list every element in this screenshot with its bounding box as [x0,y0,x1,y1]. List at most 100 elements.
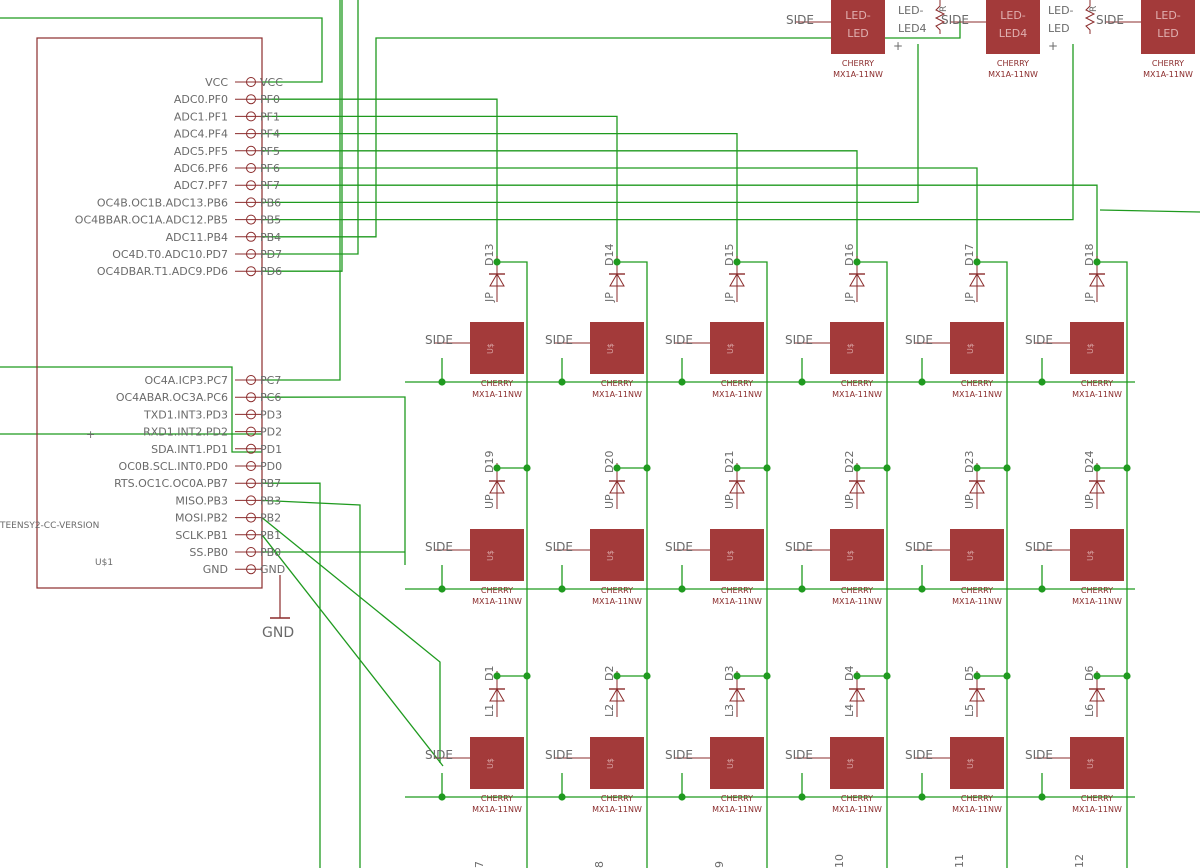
mcu-pin-name: VCC [260,76,283,89]
mcu-pin-name: PC6 [260,391,281,404]
mcu-pin-name: PF7 [260,179,280,192]
mcu-led-wire [262,20,961,238]
switch-side-label: SIDE [1025,748,1053,762]
mcu-pin-label: ADC11.PB4 [166,231,228,244]
switch-part-name: CHERRY [1081,794,1113,803]
mcu-pin-label: ADC6.PF6 [174,162,228,175]
resistor [934,0,946,34]
junction-dot [733,672,741,680]
junction-dot [1123,672,1131,680]
mcu-down-wire [262,482,321,868]
led-mid-label: LED [1048,22,1070,35]
switch-side-label: SIDE [665,333,693,347]
mcu-top-wire [262,0,343,272]
switch-part-value: MX1A-11NW [832,390,882,399]
mcu-pin-name: PB6 [260,196,281,209]
mcu-body [36,37,263,589]
switch-part-name: CHERRY [601,586,633,595]
mcu-pin-circle [246,478,256,489]
mcu-row-wire [261,396,406,565]
resistor-label: R [939,6,949,12]
junction-dot [1038,793,1046,801]
junction-dot [1093,464,1101,472]
mcu-pin-label: OC4ABAR.OC3A.PC6 [116,391,228,404]
junction-dot [973,258,981,266]
switch-inner-label: U$ [606,550,615,561]
gnd-symbol: GND [262,575,294,641]
switch-part-name: CHERRY [841,586,873,595]
switch-body [470,529,524,581]
switch-part-value: MX1A-11NW [1072,805,1122,814]
switch-part-name: CHERRY [481,586,513,595]
teensy-mcu-symbol[interactable]: VCCADC0.PF0ADC1.PF1ADC4.PF4ADC5.PF5ADC6.… [0,37,285,589]
mcu-pin-name: PF5 [260,145,280,158]
switch-body [1070,322,1124,374]
mcu-name-label: TEENSY2-CC-VERSION [0,521,99,531]
junction-dot [973,672,981,680]
mcu-pin-name: PD2 [260,426,282,439]
switch-part-value: MX1A-11NW [952,390,1002,399]
switch-inner-label: U$ [606,758,615,769]
mcu-pin-name: PF6 [260,162,280,175]
switch-body [590,322,644,374]
switch-inner-label: U$ [846,758,855,769]
switch-body [1070,529,1124,581]
switch-part-name: CHERRY [721,379,753,388]
switch-body [950,737,1004,789]
switch-ref-label: JP [483,292,496,303]
led-inner-label2: LED [847,27,869,40]
junction-dot [493,258,501,266]
mcu-pins: VCCADC0.PF0ADC1.PF1ADC4.PF4ADC5.PF5ADC6.… [75,76,285,576]
mcu-pin-circle [246,180,256,191]
partial-label: 12 [1073,854,1086,868]
switch-body [590,529,644,581]
mcu-pin-name: PB1 [260,529,281,542]
led-switch-body [986,0,1040,54]
switch-part-name: CHERRY [1081,586,1113,595]
diode-triangle [849,480,865,494]
diode-label: D4 [843,666,856,681]
mcu-pin-circle [246,163,256,173]
mcu-pin-label: OC4B.OC1B.ADC13.PB6 [97,196,228,209]
switch-side-label: SIDE [425,540,453,554]
switch-side-label: SIDE [665,748,693,762]
switch-part-value: MX1A-11NW [712,805,762,814]
switch-body [830,322,884,374]
switch-side-label: SIDE [905,540,933,554]
diode-label: D18 [1083,244,1096,266]
junction-dot [918,793,926,801]
diode-label: D15 [723,244,736,266]
diode-triangle [1089,688,1105,702]
switch-inner-label: U$ [846,550,855,561]
switch-part-value: MX1A-11NW [952,597,1002,606]
column-bus [617,261,648,868]
junction-dot [733,258,741,266]
junction-dots [438,258,1131,801]
diode-triangle [609,273,625,287]
mcu-led-wire [262,44,1074,221]
mcu-pin-label: ADC0.PF0 [174,93,228,106]
junction-dot [678,378,686,386]
mcu-diag-wire [261,517,441,763]
switch-body [710,322,764,374]
switch-inner-label: U$ [726,343,735,354]
column-bus [497,261,528,868]
junction-dot [493,672,501,680]
junction-dot [613,258,621,266]
switch-inner-label: U$ [846,343,855,354]
junction-dot [798,793,806,801]
switch-body [710,529,764,581]
partial-label: 8 [593,861,606,868]
junction-dot [1003,672,1011,680]
switch-part-value: MX1A-11NW [1072,597,1122,606]
mcu-pin-name: PC7 [260,374,281,387]
junction-dot [853,258,861,266]
